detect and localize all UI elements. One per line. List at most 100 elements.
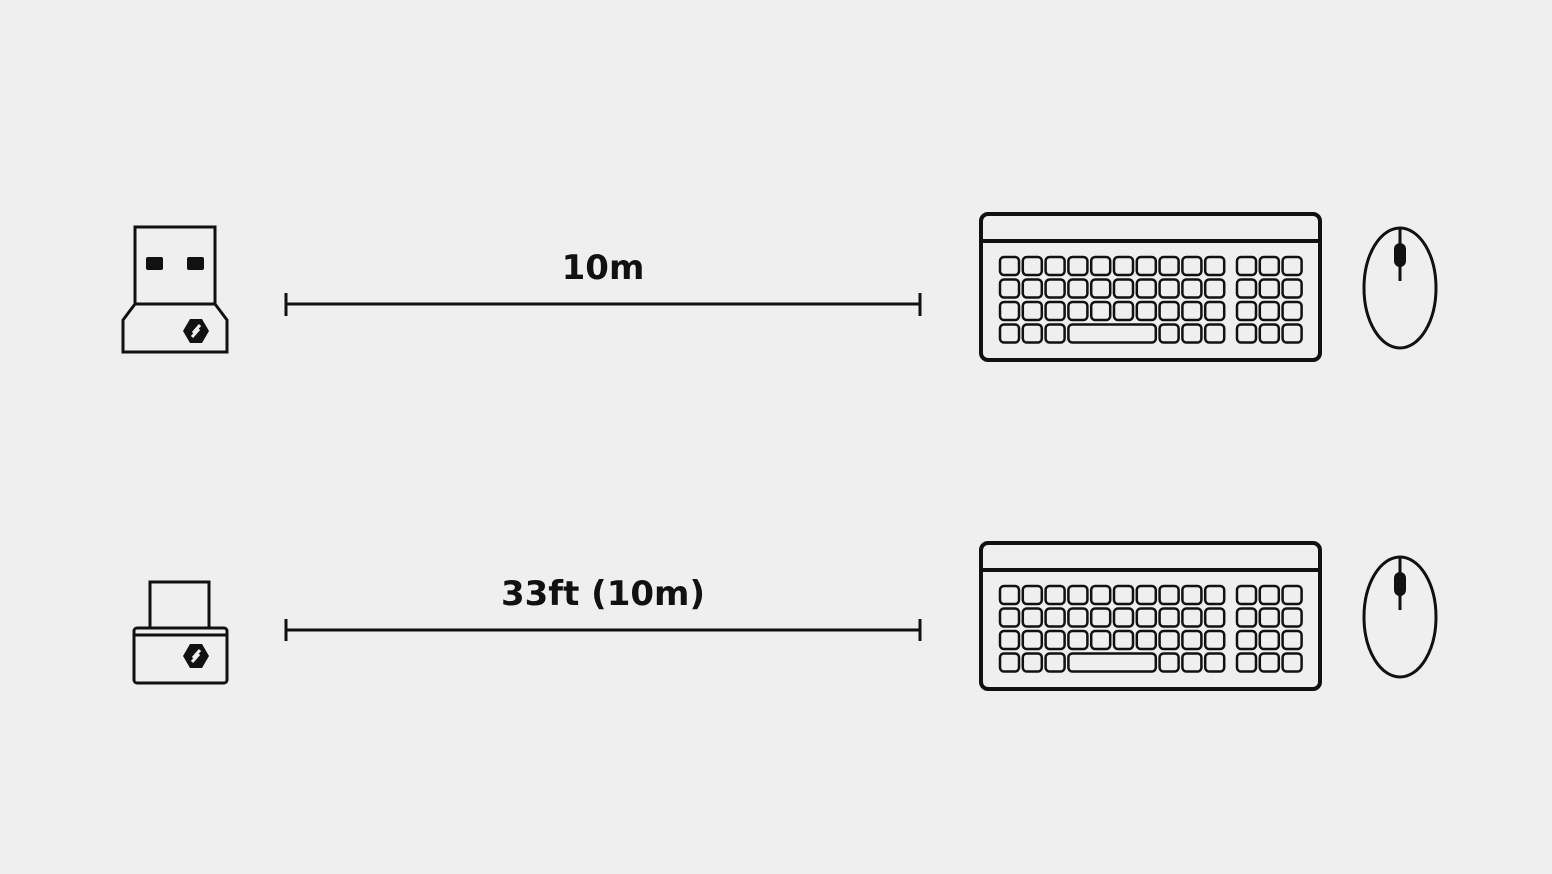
key [1021, 255, 1044, 277]
spacebar-key [1067, 323, 1158, 344]
numpad-key [1258, 255, 1281, 277]
spacebar-key [1067, 652, 1158, 673]
key [1067, 607, 1089, 628]
key [1021, 584, 1044, 606]
keyboard-body [979, 541, 1322, 691]
key [1089, 300, 1112, 322]
key [1044, 300, 1066, 322]
numpad-key [1258, 607, 1281, 628]
key [1112, 584, 1135, 606]
key [998, 300, 1021, 322]
numpad-key [1235, 629, 1258, 651]
key [1181, 607, 1203, 628]
mouse-icon [1362, 226, 1438, 350]
key [1203, 652, 1226, 673]
key [1044, 584, 1066, 606]
key [998, 652, 1021, 673]
key [1089, 607, 1112, 628]
numpad-key [1235, 278, 1258, 299]
key [1181, 584, 1203, 606]
key [1203, 629, 1226, 651]
key [1158, 278, 1180, 299]
key [1135, 255, 1158, 277]
key [1158, 323, 1180, 344]
key [1158, 629, 1180, 651]
key [1044, 255, 1066, 277]
key [1021, 300, 1044, 322]
key [1135, 300, 1158, 322]
numpad-key [1281, 584, 1303, 606]
distance-line-1 [284, 293, 922, 316]
key [1021, 278, 1044, 299]
key [998, 323, 1021, 344]
numpad-key [1258, 300, 1281, 322]
key [1067, 255, 1089, 277]
key [1089, 629, 1112, 651]
numpad-key [1281, 629, 1303, 651]
numpad-key [1258, 323, 1281, 344]
key [1158, 300, 1180, 322]
keyboard-body [979, 212, 1322, 362]
numpad-key [1281, 300, 1303, 322]
numpad-key [1235, 584, 1258, 606]
numpad-key [1258, 584, 1281, 606]
key [1135, 584, 1158, 606]
key [1203, 300, 1226, 322]
key [998, 584, 1021, 606]
key [1067, 300, 1089, 322]
key [1181, 323, 1203, 344]
key [1021, 652, 1044, 673]
key [1203, 584, 1226, 606]
key [1112, 300, 1135, 322]
numpad-key [1281, 652, 1303, 673]
numpad-key [1258, 629, 1281, 651]
key [1044, 323, 1066, 344]
key [1089, 278, 1112, 299]
key [1203, 255, 1226, 277]
numpad-key [1281, 255, 1303, 277]
key [1158, 607, 1180, 628]
key [1089, 255, 1112, 277]
key [1135, 607, 1158, 628]
key [1181, 278, 1203, 299]
key [1044, 278, 1066, 299]
key [1021, 323, 1044, 344]
key [1158, 255, 1180, 277]
key [1112, 607, 1135, 628]
usb-a-receiver-icon [121, 225, 229, 354]
key [1044, 652, 1066, 673]
key [1067, 629, 1089, 651]
key [1112, 255, 1135, 277]
key [1181, 255, 1203, 277]
usb-c-nano-receiver-icon [132, 580, 229, 685]
key [998, 629, 1021, 651]
key [998, 255, 1021, 277]
numpad-key [1235, 607, 1258, 628]
key [1181, 300, 1203, 322]
distance-label: 10m [561, 248, 645, 288]
key [1067, 584, 1089, 606]
key [1135, 278, 1158, 299]
key [1044, 629, 1066, 651]
key [1203, 278, 1226, 299]
key [1089, 584, 1112, 606]
key [1067, 278, 1089, 299]
logo-bolt-icon [183, 319, 209, 343]
key [1112, 278, 1135, 299]
numpad-key [1281, 278, 1303, 299]
key [1021, 629, 1044, 651]
numpad-key [1235, 323, 1258, 344]
key [1135, 629, 1158, 651]
key [1021, 607, 1044, 628]
numpad-key [1281, 323, 1303, 344]
key [1203, 607, 1226, 628]
distance-line-2 [284, 619, 922, 641]
numpad-key [1235, 652, 1258, 673]
key [1044, 607, 1066, 628]
key [1158, 584, 1180, 606]
keyboard-icon [979, 541, 1322, 691]
numpad-key [1235, 300, 1258, 322]
key [998, 607, 1021, 628]
key [1181, 629, 1203, 651]
